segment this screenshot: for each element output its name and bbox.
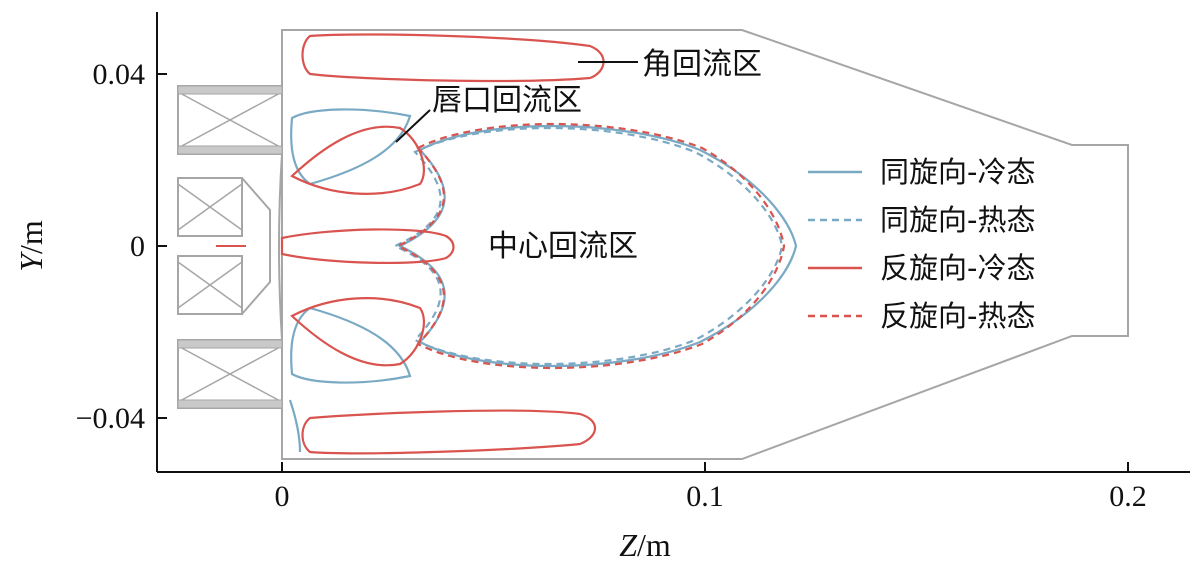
y-tick-label: −0.04 — [76, 402, 145, 435]
x-tick-label: 0.2 — [1109, 480, 1147, 513]
central-recirculation-counter-hot — [395, 122, 786, 370]
contour-counter-swirl-hot — [395, 122, 786, 370]
contour-co-swirl-hot — [392, 126, 784, 366]
x-ticks: 0 0.1 0.2 — [275, 462, 1147, 513]
legend-label: 反旋向-冷态 — [880, 251, 1035, 285]
combustor-wall-outline — [281, 29, 1129, 460]
combustor-geometry — [177, 29, 1129, 460]
x-tick-label: 0 — [275, 480, 290, 513]
x-axis-label: Z/m — [619, 527, 671, 563]
y-tick-label: 0.04 — [93, 58, 146, 91]
swirler-hatching — [177, 85, 283, 409]
central-jet-counter-cold — [280, 228, 455, 265]
nozzle-cone — [241, 177, 271, 315]
legend-label: 反旋向-热态 — [880, 299, 1035, 333]
corner-recirculation-counter-cold-upper — [301, 33, 605, 83]
axes — [156, 12, 1190, 473]
y-ticks: 0.04 0 −0.04 — [76, 58, 167, 435]
corner-recirculation-counter-cold-lower — [301, 409, 597, 455]
swirler-lower-inner — [177, 255, 243, 315]
swirler-upper-inner — [177, 177, 243, 237]
legend-label: 同旋向-冷态 — [880, 155, 1035, 189]
annotation-corner-recirculation: 角回流区 — [642, 47, 762, 82]
y-tick-label: 0 — [130, 230, 145, 263]
lip-zone-leader-line — [395, 109, 431, 143]
corner-recirculation-co-cold-lower — [288, 399, 302, 453]
annotation-lip-recirculation: 唇口回流区 — [432, 83, 582, 118]
venturi-lip — [278, 153, 283, 341]
swirler-vanes — [177, 91, 283, 403]
contour-co-swirl-cold — [288, 108, 798, 453]
y-axis-label: Y/m — [13, 220, 49, 272]
lip-recirculation-co-cold-lower — [290, 306, 412, 384]
contour-counter-swirl-cold — [280, 33, 605, 455]
x-tick-label: 0.1 — [686, 480, 724, 513]
annotation-central-recirculation: 中心回流区 — [488, 229, 638, 264]
lip-recirculation-counter-cold-upper — [290, 125, 425, 195]
lip-recirculation-co-cold-upper — [290, 108, 412, 186]
lip-recirculation-counter-cold-lower — [290, 297, 425, 367]
central-recirculation-co-hot — [392, 126, 784, 366]
legend-label: 同旋向-热态 — [880, 203, 1035, 237]
